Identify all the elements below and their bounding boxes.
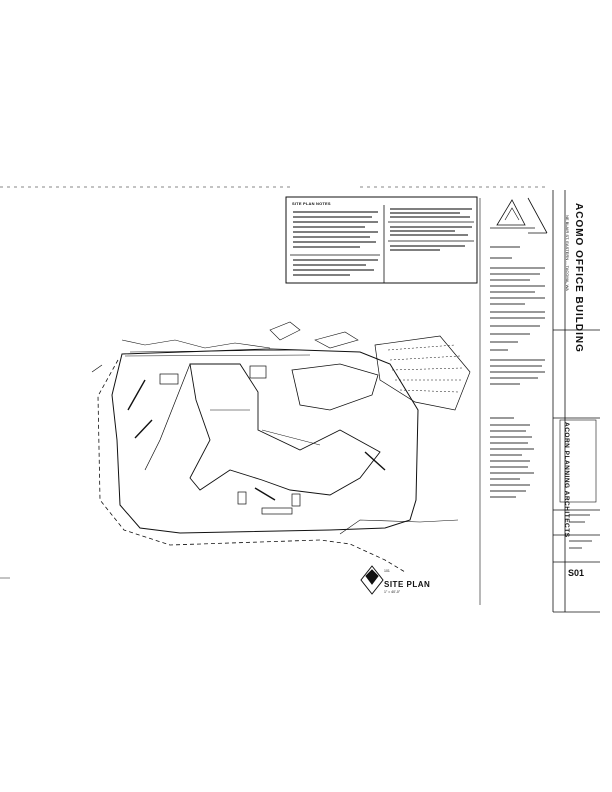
- access-road: [97, 359, 406, 573]
- title-block: [552, 190, 600, 613]
- architect-name: ACORN PLANNING ARCHITECTS: [563, 422, 570, 538]
- building-footprint: [189, 363, 381, 496]
- site-boundary: [111, 348, 419, 534]
- site-plan-notes-box: [285, 196, 478, 284]
- east-wing: [291, 363, 379, 411]
- drawing-number: 101: [384, 569, 390, 573]
- notes-heading: SITE PLAN NOTES: [292, 201, 331, 206]
- north-arrow-icon: [490, 199, 535, 229]
- project-title: ACOMO OFFICE BUILDING: [573, 203, 584, 353]
- legend-column: [490, 246, 545, 498]
- architect-logo: [360, 565, 384, 595]
- drawing-scale: 1" = 40'-0": [384, 590, 401, 594]
- parking-area: [374, 335, 471, 411]
- project-subtitle: NE BLAIR ST. EASTERN ... TACOMA, WA: [565, 215, 570, 291]
- drawing-title: SITE PLAN: [384, 580, 431, 589]
- site-plan-drawing: [91, 321, 471, 573]
- sheet-number: S01: [568, 568, 585, 578]
